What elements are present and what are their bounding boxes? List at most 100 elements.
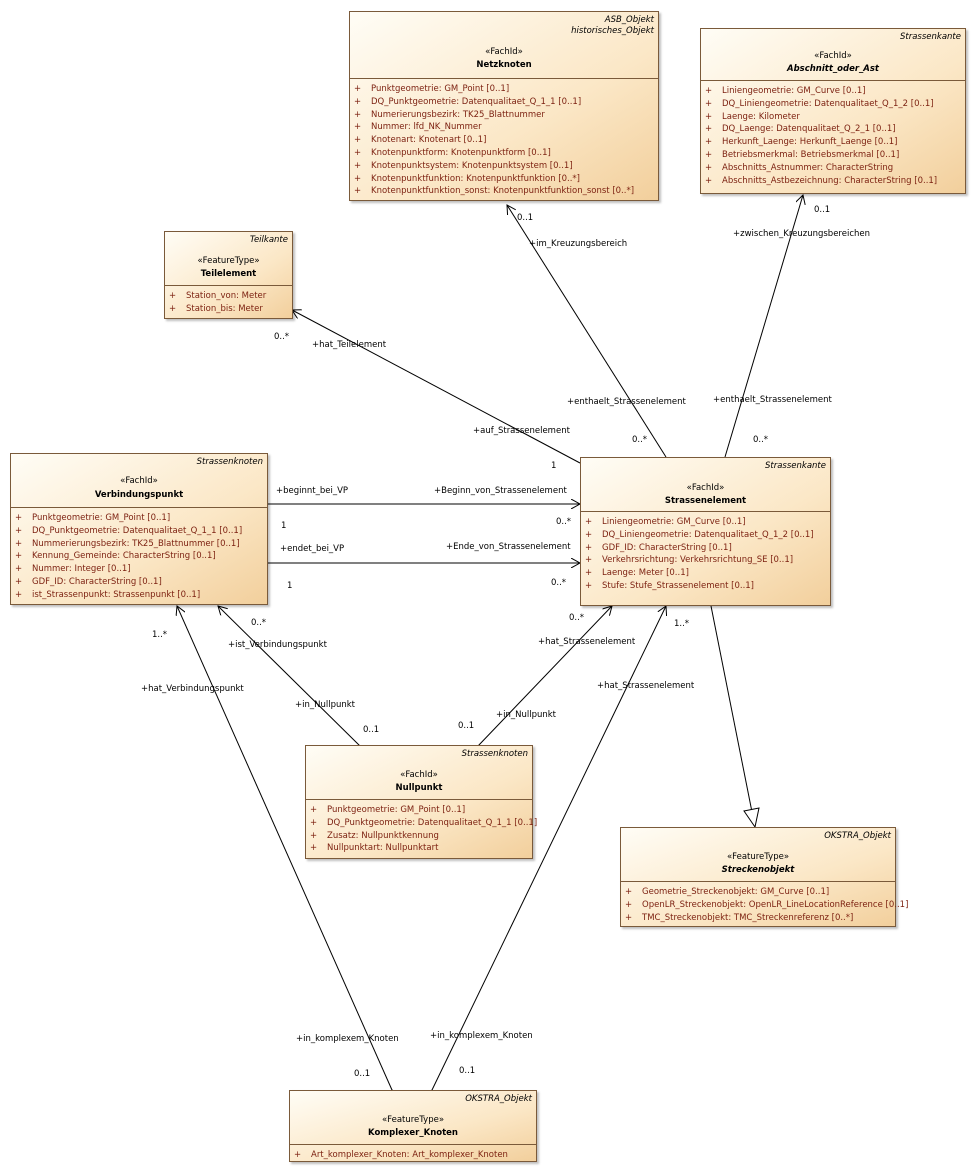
role-label: +auf_Strassenelement bbox=[473, 426, 570, 436]
class-name: Nullpunkt bbox=[395, 783, 443, 793]
multiplicity: 1..* bbox=[674, 619, 690, 629]
class-stereotype: «FachId» bbox=[814, 51, 852, 61]
attribute: +GDF_ID: CharacterString [0..1] bbox=[585, 542, 732, 553]
parent-stereotype: OKSTRA_Objekt bbox=[824, 831, 891, 841]
attribute: +DQ_Laenge: Datenqualitaet_Q_2_1 [0..1] bbox=[705, 124, 896, 135]
multiplicity: 0..1 bbox=[517, 213, 534, 223]
attribute: +ist_Strassenpunkt: Strassenpunkt [0..1] bbox=[15, 589, 201, 600]
class-verbindungspunkt[interactable]: Strassenknoten «FachId» Verbindungspunkt… bbox=[10, 453, 268, 605]
attribute: +Nullpunktart: Nullpunktart bbox=[310, 843, 439, 854]
multiplicity: 0..* bbox=[274, 332, 290, 342]
link-nullpunkt-vp bbox=[218, 606, 360, 746]
attribute: +Abschnitts_Astnummer: CharacterString bbox=[705, 162, 894, 173]
role-label: +hat_Verbindungspunkt bbox=[141, 684, 244, 694]
attribute: +Numerierungsbezirk: TK25_Blattnummer bbox=[354, 109, 545, 120]
link-zwischen-kreuzungsbereichen bbox=[724, 195, 803, 458]
attribute: +DQ_Punktgeometrie: Datenqualitaet_Q_1_1… bbox=[15, 525, 243, 536]
class-name: Strassenelement bbox=[664, 496, 747, 506]
role-label: +hat_Strassenelement bbox=[538, 637, 636, 647]
link-hat-teilelement bbox=[292, 310, 581, 464]
link-komplex-se bbox=[432, 606, 666, 1090]
multiplicity: 0..* bbox=[551, 578, 567, 588]
attribute: +Abschnitts_Astbezeichnung: CharacterStr… bbox=[705, 175, 938, 186]
attribute: +Herkunft_Laenge: Herkunft_Laenge [0..1] bbox=[705, 137, 898, 148]
role-label: +Beginn_von_Strassenelement bbox=[434, 486, 567, 496]
attribute: +Punktgeometrie: GM_Point [0..1] bbox=[310, 805, 466, 815]
class-name: Teilelement bbox=[200, 269, 257, 279]
attribute: +GDF_ID: CharacterString [0..1] bbox=[15, 576, 162, 587]
attribute: +Knotenpunktfunktion: Knotenpunktfunktio… bbox=[354, 173, 580, 184]
multiplicity: 0..* bbox=[632, 435, 648, 445]
parent-stereotype: OKSTRA_Objekt bbox=[465, 1094, 532, 1104]
class-name: Streckenobjekt bbox=[721, 865, 795, 875]
multiplicity: 0..1 bbox=[814, 205, 831, 215]
attribute: +Laenge: Meter [0..1] bbox=[585, 568, 689, 579]
class-stereotype: «FeatureType» bbox=[197, 256, 260, 266]
parent-stereotype: Teilkante bbox=[249, 235, 288, 245]
multiplicity: 1 bbox=[551, 461, 557, 471]
class-nullpunkt[interactable]: Strassenknoten «FachId» Nullpunkt +Punkt… bbox=[305, 745, 537, 859]
attribute: +Nummer: Integer [0..1] bbox=[15, 564, 131, 575]
multiplicity: 0..1 bbox=[363, 725, 380, 735]
multiplicity: 1 bbox=[287, 581, 293, 591]
parent-stereotype: historisches_Objekt bbox=[571, 26, 654, 36]
class-stereotype: «FachId» bbox=[400, 770, 438, 780]
class-name: Abschnitt_oder_Ast bbox=[787, 64, 879, 74]
attribute: +Art_komplexer_Knoten: Art_komplexer_Kno… bbox=[294, 1150, 508, 1160]
class-stereotype: «FachId» bbox=[485, 47, 523, 57]
class-stereotype: «FachId» bbox=[686, 483, 725, 493]
multiplicity: 0..1 bbox=[354, 1069, 371, 1079]
role-label: +enthaelt_Strassenelement bbox=[713, 395, 832, 405]
attribute: +DQ_Liniengeometrie: Datenqualitaet_Q_1_… bbox=[585, 529, 814, 540]
attribute: +Stufe: Stufe_Strassenelement [0..1] bbox=[585, 580, 754, 591]
role-label: +Ende_von_Strassenelement bbox=[446, 542, 571, 552]
role-label: +in_komplexem_Knoten bbox=[430, 1031, 533, 1041]
class-stereotype: «FeatureType» bbox=[381, 1115, 445, 1125]
attribute: +DQ_Liniengeometrie: Datenqualitaet_Q_1_… bbox=[705, 98, 934, 109]
generalization-line bbox=[710, 605, 753, 813]
class-streckenobjekt[interactable]: OKSTRA_Objekt «FeatureType» Streckenobje… bbox=[620, 827, 909, 927]
role-label: +in_komplexem_Knoten bbox=[296, 1034, 399, 1044]
role-label: +hat_Strassenelement bbox=[597, 681, 695, 691]
role-label: +in_Nullpunkt bbox=[496, 710, 557, 720]
class-strassenelement[interactable]: Strassenkante «FachId» Strassenelement +… bbox=[580, 457, 831, 606]
class-teilelement[interactable]: Teilkante «FeatureType» Teilelement +Sta… bbox=[164, 231, 293, 319]
parent-stereotype: Strassenkante bbox=[765, 461, 826, 471]
attribute: +Punktgeometrie: GM_Point [0..1] bbox=[354, 84, 510, 94]
attribute: +Liniengeometrie: GM_Curve [0..1] bbox=[585, 517, 746, 527]
attribute: +Nummerierungsbezirk: TK25_Blattnummer [… bbox=[15, 538, 240, 549]
parent-stereotype: Strassenknoten bbox=[461, 749, 528, 759]
link-nullpunkt-se bbox=[478, 606, 612, 746]
class-netzknoten[interactable]: ASB_Objekt historisches_Objekt «FachId» … bbox=[349, 11, 659, 201]
attribute: +DQ_Punktgeometrie: Datenqualitaet_Q_1_1… bbox=[354, 96, 582, 107]
class-abschnitt-oder-ast[interactable]: Strassenkante «FachId» Abschnitt_oder_As… bbox=[700, 28, 966, 194]
multiplicity: 0..* bbox=[556, 517, 572, 527]
multiplicity: 0..* bbox=[251, 618, 267, 628]
role-label: +ist_Verbindungspunkt bbox=[228, 640, 327, 650]
attribute: +OpenLR_Streckenobjekt: OpenLR_LineLocat… bbox=[625, 899, 909, 910]
class-stereotype: «FachId» bbox=[120, 476, 158, 486]
link-komplex-vp bbox=[177, 606, 392, 1090]
attribute: +Geometrie_Streckenobjekt: GM_Curve [0..… bbox=[625, 887, 830, 897]
multiplicity: 0..1 bbox=[458, 721, 475, 731]
attribute: +Zusatz: Nullpunktkennung bbox=[310, 830, 439, 841]
link-im-kreuzungsbereich bbox=[507, 205, 667, 458]
attribute: +Kennung_Gemeinde: CharacterString [0..1… bbox=[15, 551, 216, 562]
attribute: +Station_bis: Meter bbox=[169, 303, 263, 314]
class-name: Verbindungspunkt bbox=[94, 490, 184, 500]
attribute: +Station_von: Meter bbox=[169, 291, 267, 301]
multiplicity: 0..1 bbox=[459, 1066, 476, 1076]
parent-stereotype: ASB_Objekt bbox=[604, 15, 654, 25]
attribute: +Liniengeometrie: GM_Curve [0..1] bbox=[705, 86, 866, 96]
attribute: +Punktgeometrie: GM_Point [0..1] bbox=[15, 513, 171, 523]
role-label: +in_Nullpunkt bbox=[295, 700, 356, 710]
class-komplexer-knoten[interactable]: OKSTRA_Objekt «FeatureType» Komplexer_Kn… bbox=[289, 1090, 537, 1162]
attribute: +Nummer: lfd_NK_Nummer bbox=[354, 122, 482, 133]
role-label: +zwischen_Kreuzungsbereichen bbox=[733, 229, 871, 239]
role-label: +enthaelt_Strassenelement bbox=[567, 397, 686, 407]
multiplicity: 1..* bbox=[152, 630, 168, 640]
role-label: +endet_bei_VP bbox=[280, 544, 345, 554]
attribute: +Knotenpunktsystem: Knotenpunktsystem [0… bbox=[354, 160, 573, 171]
parent-stereotype: Strassenknoten bbox=[196, 457, 263, 467]
